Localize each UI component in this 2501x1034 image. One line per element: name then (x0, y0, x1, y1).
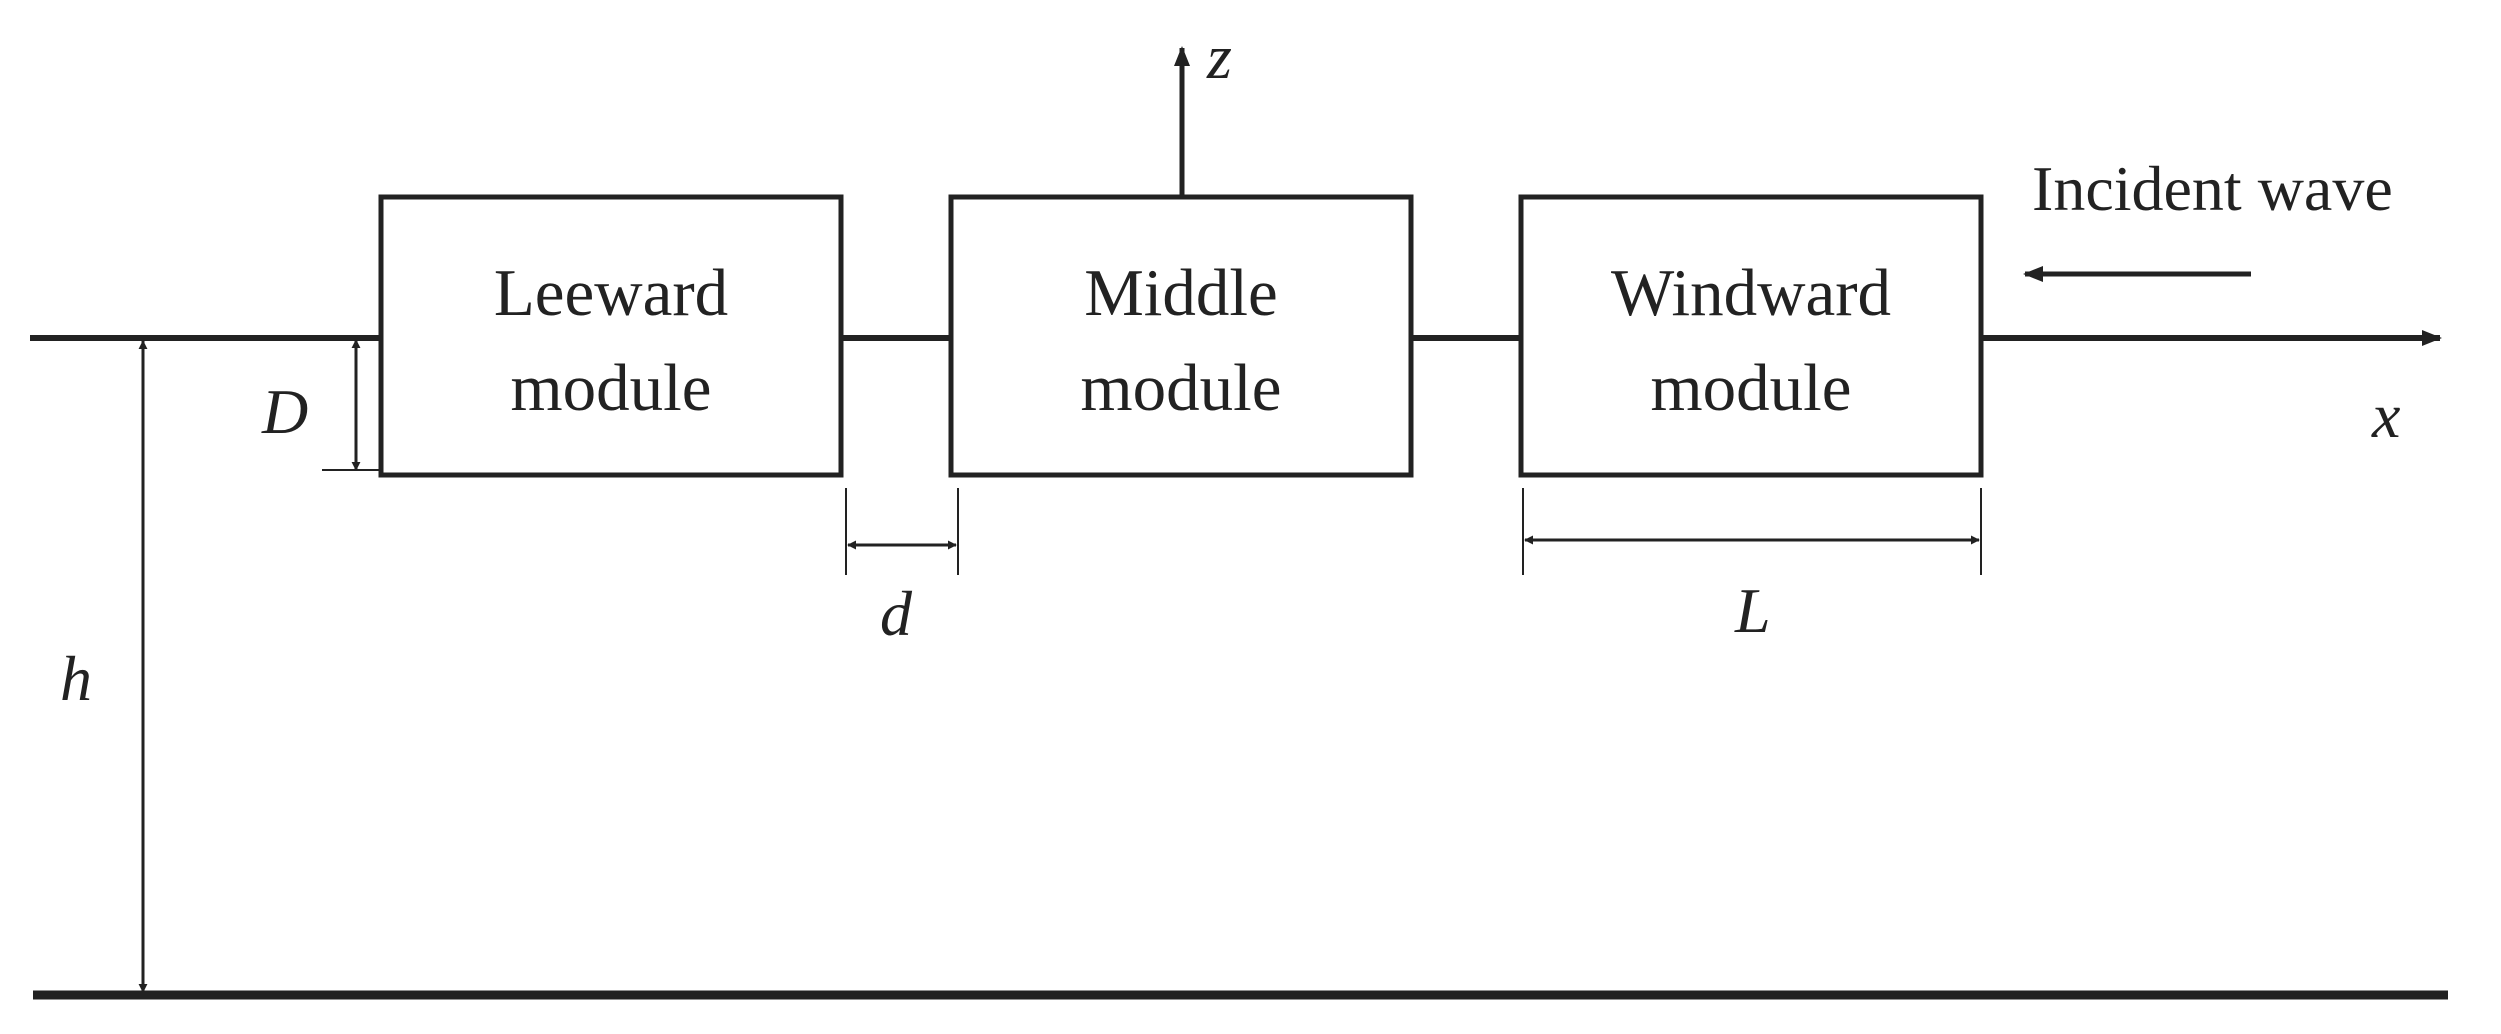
z-axis-label: z (1206, 21, 1232, 92)
x-axis-label: x (2371, 380, 2400, 451)
leeward-module-box (378, 194, 844, 478)
depth-label: h (60, 643, 92, 714)
middle-module: Middle module (948, 194, 1414, 478)
middle-module-box (948, 194, 1414, 478)
gap-label: d (880, 578, 913, 649)
middle-module-line2: module (1081, 351, 1282, 425)
windward-module-box (1518, 194, 1984, 478)
leeward-module-line2: module (511, 351, 712, 425)
leeward-module-line1: Leeward (494, 256, 728, 330)
leeward-module: Leeward module (378, 194, 844, 478)
windward-module-line2: module (1651, 351, 1852, 425)
middle-module-line1: Middle (1084, 256, 1278, 330)
length-label: L (1734, 575, 1771, 646)
windward-module-line1: Windward (1611, 256, 1891, 330)
draft-label: D (261, 376, 308, 447)
windward-module: Windward module (1518, 194, 1984, 478)
incident-wave-label: Incident wave (2032, 153, 2393, 224)
